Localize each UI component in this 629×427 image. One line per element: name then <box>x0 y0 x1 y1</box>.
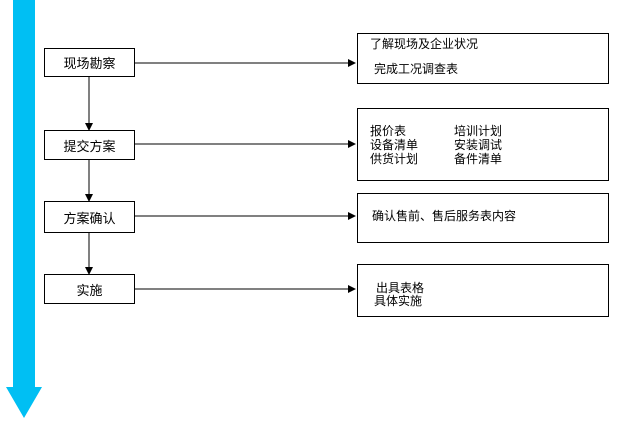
detail-line: 供货计划 <box>370 152 419 166</box>
detail-line: 具体实施 <box>374 294 423 308</box>
detail-line: 备件清单 <box>454 152 503 166</box>
step-implementation: 实施 <box>44 274 135 304</box>
detail-line: 报价表 <box>370 124 407 138</box>
step-submit-proposal: 提交方案 <box>44 130 135 160</box>
step-label: 提交方案 <box>63 139 116 155</box>
step-confirm-proposal: 方案确认 <box>44 201 135 233</box>
detail-line: 安装调试 <box>454 138 503 152</box>
detail-line: 培训计划 <box>454 124 503 138</box>
detail-implementation: 出具表格 具体实施 <box>357 264 609 317</box>
detail-line: 设备清单 <box>370 138 419 152</box>
step-label: 现场勘察 <box>63 57 116 72</box>
step-label: 实施 <box>76 283 103 299</box>
detail-site-survey: 了解现场及企业状况 完成工况调查表 <box>357 33 609 84</box>
timeline-arrow <box>6 0 42 418</box>
detail-line: 了解现场及企业状况 <box>370 37 479 51</box>
detail-line: 出具表格 <box>376 281 425 295</box>
step-site-survey: 现场勘察 <box>44 48 135 77</box>
detail-submit-proposal: 报价表 设备清单 供货计划 培训计划 安装调试 备件清单 <box>357 108 609 181</box>
detail-line: 完成工况调查表 <box>374 62 459 76</box>
step-label: 方案确认 <box>63 211 116 227</box>
detail-line: 确认售前、售后服务表内容 <box>372 209 517 223</box>
detail-confirm-proposal: 确认售前、售后服务表内容 <box>357 193 609 243</box>
